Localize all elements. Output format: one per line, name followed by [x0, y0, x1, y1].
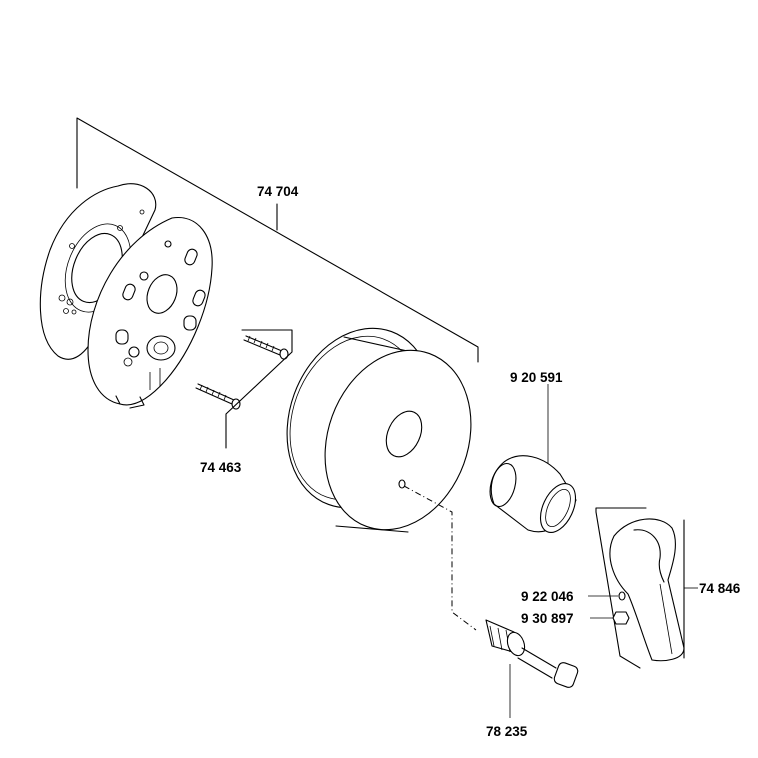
screw-upper [243, 335, 289, 360]
label-74-846: 74 846 [699, 581, 741, 596]
screws-bracket [225, 329, 293, 449]
lever-handle [595, 507, 698, 669]
label-9-22-046: 9 22 046 [521, 589, 574, 604]
mounting-base-plate [87, 217, 213, 409]
set-screw [588, 591, 626, 601]
label-74-704: 74 704 [257, 184, 299, 199]
cartridge [485, 619, 579, 718]
gasket-plate [39, 183, 157, 360]
nut [590, 611, 630, 625]
assembly-axis-line [403, 485, 477, 631]
screw-lower [195, 383, 241, 410]
label-78-235: 78 235 [486, 724, 528, 739]
escutcheon-cover [286, 327, 472, 533]
label-9-30-897: 9 30 897 [521, 611, 574, 626]
sleeve [489, 384, 577, 533]
label-74-463: 74 463 [200, 460, 242, 475]
assembly-bracket-74704 [76, 117, 479, 363]
label-9-20-591: 9 20 591 [510, 370, 563, 385]
